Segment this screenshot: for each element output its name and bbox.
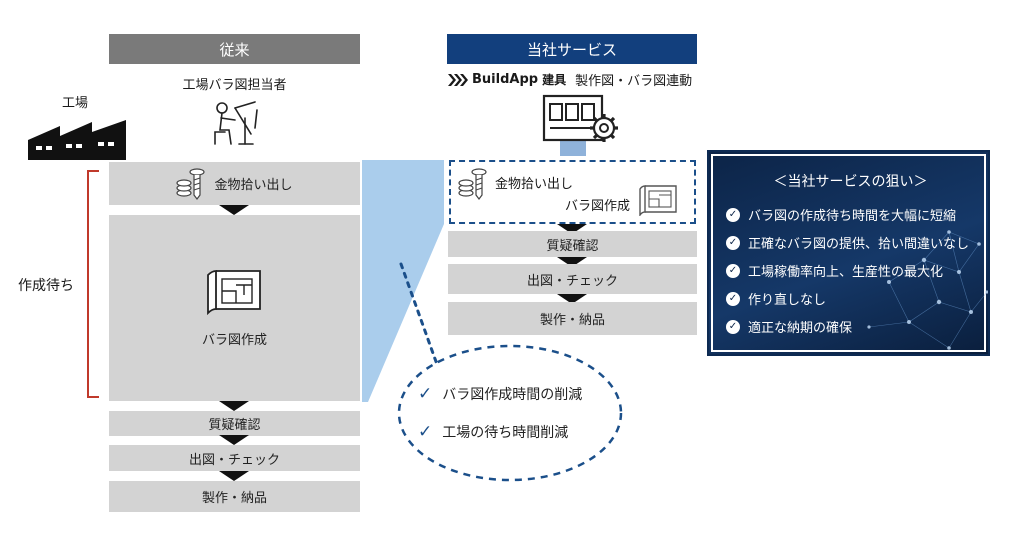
check-circle-icon: ✓ — [726, 207, 740, 222]
conventional-header: 従来 — [109, 34, 360, 64]
check-circle-icon: ✓ — [726, 291, 740, 306]
purpose-item-label: 適正な納期の確保 — [748, 321, 853, 336]
time-reduction-wedge — [362, 160, 444, 402]
drafter-icon — [214, 101, 258, 145]
purpose-item: ✓ 正確なバラ図の提供、拾い間違いなし — [726, 233, 969, 252]
check-circle-icon: ✓ — [726, 235, 740, 250]
step-label: 質疑確認 — [546, 238, 599, 254]
auto-step-drawing: バラ図作成 — [565, 199, 631, 214]
flow-arrow — [219, 435, 249, 445]
screw-icon — [458, 168, 487, 200]
service-header: 当社サービス — [447, 34, 697, 64]
check-icon: ✓ — [418, 384, 433, 404]
brand-line: BuildApp 建具 製作図・バラ図連動 — [447, 70, 717, 89]
monitor-gear-icon — [542, 94, 618, 156]
step-label: 製作・納品 — [201, 491, 267, 506]
brand-name: BuildApp — [472, 72, 539, 87]
benefit-item: ✓ 工場の待ち時間削減 — [418, 422, 582, 442]
service-step-production: 製作・納品 — [448, 302, 697, 335]
brand-tagline: 製作図・バラ図連動 — [575, 74, 693, 89]
screw-icon — [176, 167, 206, 200]
conventional-header-label: 従来 — [219, 40, 250, 59]
purpose-item-label: 正確なバラ図の提供、拾い間違いなし — [748, 237, 970, 252]
check-circle-icon: ✓ — [726, 263, 740, 278]
buildapp-logo-icon — [448, 73, 468, 86]
benefit-label: 工場の待ち時間削減 — [442, 425, 569, 441]
purpose-title: ＜当社サービスの狙い＞ — [773, 174, 928, 190]
purpose-item: ✓ 作り直しなし — [726, 289, 969, 308]
step-hardware-pickup: 金物拾い出し — [109, 162, 360, 205]
network-graphic — [867, 230, 988, 350]
purpose-list: ✓ バラ図の作成待ち時間を大幅に短縮 ✓ 正確なバラ図の提供、拾い間違いなし ✓… — [726, 205, 969, 345]
flow-arrow — [219, 205, 249, 215]
purpose-item: ✓ 工場稼働率向上、生産性の最大化 — [726, 261, 969, 280]
service-header-label: 当社サービス — [526, 40, 617, 59]
dotted-pointer — [399, 262, 441, 372]
waiting-label: 作成待ち — [18, 278, 74, 294]
flow-arrow — [557, 224, 587, 234]
service-step-drawing-check: 出図・チェック — [448, 264, 697, 294]
waiting-bracket — [87, 170, 99, 398]
flow-arrow — [557, 294, 587, 304]
purpose-item-label: バラ図の作成待ち時間を大幅に短縮 — [748, 209, 957, 224]
step-label: 金物拾い出し — [214, 178, 293, 193]
step-label: バラ図作成 — [201, 332, 267, 348]
benefit-label: バラ図作成時間の削減 — [442, 387, 583, 403]
purpose-item: ✓ バラ図の作成待ち時間を大幅に短縮 — [726, 205, 969, 224]
service-purpose-panel: ＜当社サービスの狙い＞ ✓ バラ図の作成待ち時間を大幅に短縮 ✓ 正確なバラ図の… — [707, 150, 990, 356]
factory-label: 工場 — [62, 96, 89, 111]
step-label: 製作・納品 — [539, 313, 605, 328]
step-detail-drawing: バラ図作成 — [109, 215, 360, 401]
blueprint-icon — [206, 269, 261, 315]
check-circle-icon: ✓ — [726, 319, 740, 334]
person-label: 工場バラ図担当者 — [182, 78, 287, 93]
auto-step-hardware: 金物拾い出し — [495, 177, 574, 192]
step-production: 製作・納品 — [109, 481, 360, 512]
service-step-inquiry: 質疑確認 — [448, 231, 697, 257]
flow-arrow — [219, 471, 249, 481]
flow-arrow — [557, 257, 587, 267]
purpose-item: ✓ 適正な納期の確保 — [726, 317, 969, 336]
step-drawing-check: 出図・チェック — [109, 445, 360, 471]
step-inquiry: 質疑確認 — [109, 411, 360, 436]
purpose-item-label: 工場稼働率向上、生産性の最大化 — [748, 265, 944, 280]
step-label: 質疑確認 — [208, 418, 261, 433]
step-label: 出図・チェック — [526, 273, 618, 289]
step-label: 出図・チェック — [188, 452, 280, 468]
purpose-item-label: 作り直しなし — [748, 293, 827, 308]
benefits-ellipse — [397, 344, 623, 482]
benefit-item: ✓ バラ図作成時間の削減 — [418, 384, 582, 404]
benefits-list: ✓ バラ図作成時間の削減 ✓ 工場の待ち時間削減 — [418, 384, 582, 442]
check-icon: ✓ — [418, 422, 433, 442]
brand-product: 建具 — [542, 73, 567, 87]
blueprint-icon — [639, 185, 677, 216]
factory-icon — [28, 120, 126, 160]
flow-arrow — [219, 401, 249, 411]
